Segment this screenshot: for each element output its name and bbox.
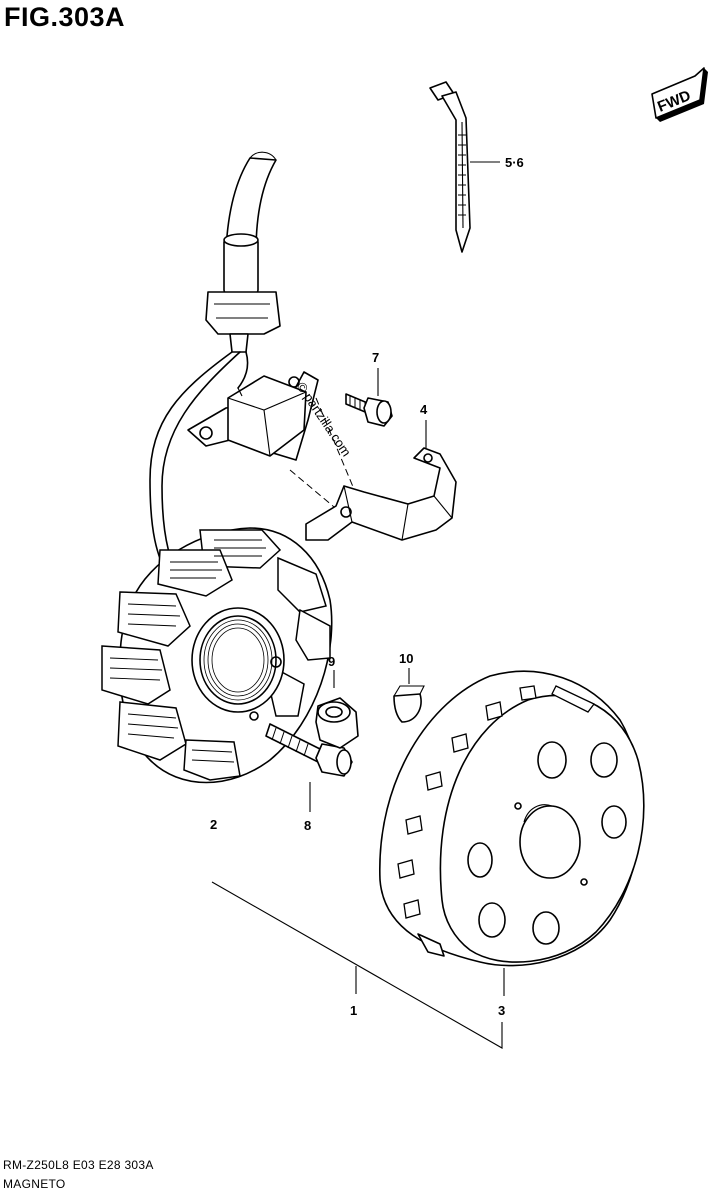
stator-part-2: [101, 527, 333, 784]
callout-label-2: 2: [210, 817, 217, 832]
bolt-part-8: [265, 723, 353, 812]
leader-lines: [211, 881, 505, 1049]
wire-harness: [149, 151, 281, 581]
callout-label-1: 1: [350, 1003, 357, 1018]
callout-label-10: 10: [399, 651, 413, 666]
callout-label-7: 7: [372, 350, 379, 365]
callout-label-9: 9: [328, 654, 335, 669]
footer-section-name: MAGNETO: [3, 1177, 66, 1191]
cable-tie-part-5-6: [429, 81, 500, 253]
bracket-part-4: [305, 420, 457, 541]
flywheel-rotor-part-1: [379, 670, 645, 967]
callout-label-8: 8: [304, 818, 311, 833]
fwd-arrow-badge: FWD: [651, 67, 708, 122]
bolt-part-7: [345, 368, 393, 427]
key-part-10: [393, 668, 425, 723]
callout-label-4: 4: [420, 402, 428, 417]
figure-title: FIG.303A: [4, 2, 126, 32]
footer-model-code: RM-Z250L8 E03 E28 303A: [3, 1158, 154, 1172]
callout-label-5-6: 5·6: [505, 155, 524, 170]
callout-label-3: 3: [498, 1003, 505, 1018]
pickup-coil: [187, 371, 319, 461]
spacer-part-9: [315, 670, 359, 749]
